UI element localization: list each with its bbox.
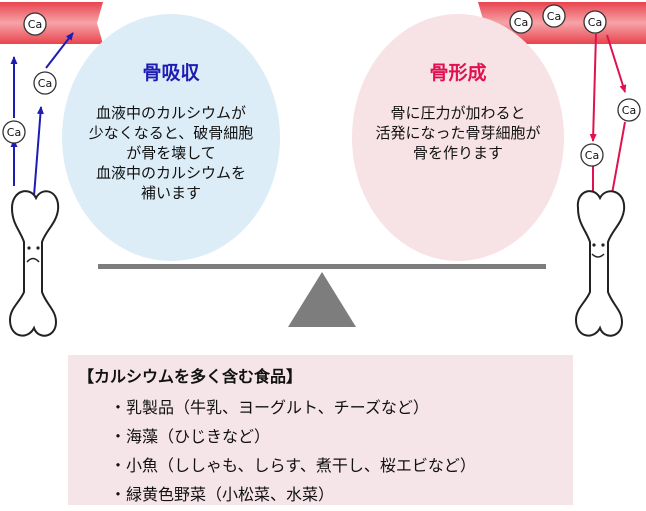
svg-text:Ca: Ca bbox=[7, 126, 21, 139]
calcium-ion: Ca bbox=[509, 10, 533, 34]
seesaw-fulcrum bbox=[288, 272, 356, 327]
happy-bone-icon bbox=[574, 190, 626, 337]
calcium-ion: Ca bbox=[2, 120, 26, 144]
blood-vessel-left bbox=[0, 2, 103, 44]
svg-text:Ca: Ca bbox=[547, 10, 561, 23]
food-item: ・海藻（ひじきなど） bbox=[110, 427, 271, 446]
calcium-ion: Ca bbox=[33, 71, 57, 95]
sad-bone-icon bbox=[8, 190, 60, 337]
calcium-foods-box: 【カルシウムを多く含む食品】 ・乳製品（牛乳、ヨーグルト、チーズなど） ・海藻（… bbox=[68, 355, 573, 505]
bone-formation-title: 骨形成 bbox=[429, 62, 487, 84]
calcium-foods-list: ・乳製品（牛乳、ヨーグルト、チーズなど） ・海藻（ひじきなど） ・小魚（ししゃも… bbox=[78, 393, 573, 509]
calcium-ion: Ca bbox=[580, 143, 604, 167]
svg-text:Ca: Ca bbox=[588, 16, 602, 29]
svg-text:Ca: Ca bbox=[38, 77, 52, 90]
ca-deposit-arrow bbox=[606, 34, 627, 93]
calcium-ion: Ca bbox=[583, 10, 607, 34]
calcium-ion: Ca bbox=[23, 12, 47, 36]
ca-release-arrow bbox=[45, 32, 74, 69]
bone-formation-circle: 骨形成 骨に圧力が加わると 活発になった骨芽細胞が 骨を作ります bbox=[352, 14, 564, 261]
svg-text:Ca: Ca bbox=[622, 104, 636, 117]
calcium-ion: Ca bbox=[542, 4, 566, 28]
food-item: ・乳製品（牛乳、ヨーグルト、チーズなど） bbox=[110, 398, 429, 417]
bone-resorption-description: 血液中のカルシウムが 少なくなると、破骨細胞 が骨を壊して 血液中のカルシウムを… bbox=[88, 104, 254, 202]
svg-text:Ca: Ca bbox=[28, 18, 42, 31]
food-item: ・緑黄色野菜（小松菜、水菜） bbox=[110, 485, 335, 504]
ca-release-arrow bbox=[33, 106, 44, 197]
seesaw-beam bbox=[98, 264, 546, 269]
bone-resorption-title: 骨吸収 bbox=[142, 62, 200, 84]
ca-deposit-arrow bbox=[589, 33, 597, 142]
calcium-ion: Ca bbox=[617, 98, 641, 122]
svg-text:Ca: Ca bbox=[514, 16, 528, 29]
calcium-foods-title: 【カルシウムを多く含む食品】 bbox=[78, 367, 303, 386]
bone-formation-description: 骨に圧力が加わると 活発になった骨芽細胞が 骨を作ります bbox=[375, 104, 541, 162]
bone-resorption-circle: 骨吸収 血液中のカルシウムが 少なくなると、破骨細胞 が骨を壊して 血液中のカル… bbox=[62, 14, 280, 261]
food-item: ・小魚（ししゃも、しらす、煮干し、桜エビなど） bbox=[110, 456, 476, 475]
svg-text:Ca: Ca bbox=[585, 149, 599, 162]
